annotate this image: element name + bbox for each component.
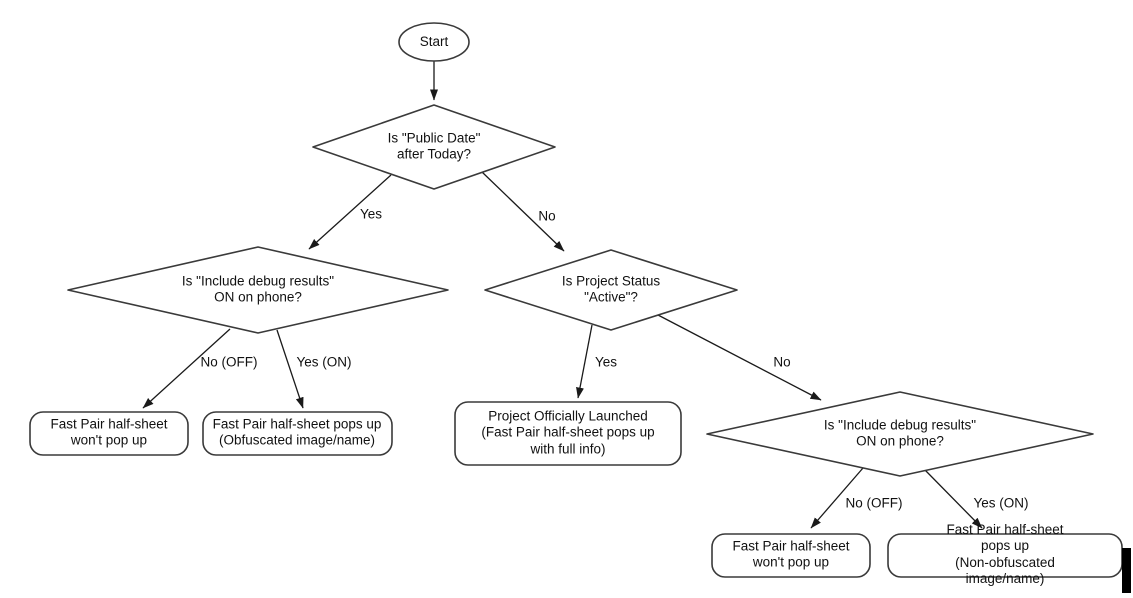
decision-project-status-label: Is Project Status "Active"? bbox=[561, 273, 661, 305]
decision-debug-left-shape bbox=[67, 246, 449, 334]
edge-d1-yes bbox=[308, 174, 392, 250]
decision-debug-right-shape bbox=[706, 391, 1094, 477]
decision-debug-left-label: Is "Include debug results" ON on phone? bbox=[181, 273, 335, 305]
start-node-shape bbox=[398, 22, 470, 62]
decision-project-status-shape bbox=[484, 249, 738, 331]
terminal-launched-label: Project Officially Launched (Fast Pair h… bbox=[481, 408, 655, 457]
edge-label-d2-no-off: No (OFF) bbox=[200, 354, 258, 370]
edge-arrows bbox=[142, 61, 983, 529]
terminal-wont-popup-right-shape bbox=[711, 533, 871, 578]
decision-public-date-shape bbox=[312, 104, 556, 190]
edge-label-d1-yes: Yes bbox=[359, 206, 383, 222]
terminal-obfuscated-shape bbox=[202, 411, 393, 456]
edge-label-d3-yes: Yes bbox=[594, 354, 618, 370]
decision-public-date-label: Is "Public Date" after Today? bbox=[387, 130, 481, 162]
terminal-obfuscated-label: Fast Pair half-sheet pops up (Obfuscated… bbox=[212, 416, 382, 448]
edge-label-d3-no: No bbox=[773, 354, 791, 370]
edge-label-d4-yes-on: Yes (ON) bbox=[973, 495, 1029, 511]
edge-d4-no-off bbox=[810, 467, 864, 529]
terminal-wont-popup-right-label: Fast Pair half-sheet won't pop up bbox=[732, 538, 850, 570]
edge-d2-no-off bbox=[142, 328, 231, 409]
text-cursor-bar bbox=[1122, 548, 1131, 593]
edge-d3-yes bbox=[576, 324, 593, 399]
terminal-wont-popup-left-label: Fast Pair half-sheet won't pop up bbox=[50, 416, 168, 448]
terminal-non-obfuscated-label: Fast Pair half-sheet pops up (Non-obfusc… bbox=[946, 522, 1064, 587]
edge-label-d1-no: No bbox=[538, 208, 556, 224]
decision-debug-right-label: Is "Include debug results" ON on phone? bbox=[823, 417, 977, 449]
edge-d4-yes-on bbox=[924, 469, 983, 529]
edge-label-d2-yes-on: Yes (ON) bbox=[296, 354, 352, 370]
edge-label-d4-no-off: No (OFF) bbox=[845, 495, 903, 511]
terminal-launched-shape bbox=[454, 401, 682, 466]
edge-d1-no bbox=[481, 171, 565, 252]
edge-d2-yes-on bbox=[276, 329, 304, 409]
start-node-label: Start bbox=[419, 33, 449, 49]
terminal-wont-popup-left-shape bbox=[29, 411, 189, 456]
edge-d3-no bbox=[657, 314, 822, 401]
